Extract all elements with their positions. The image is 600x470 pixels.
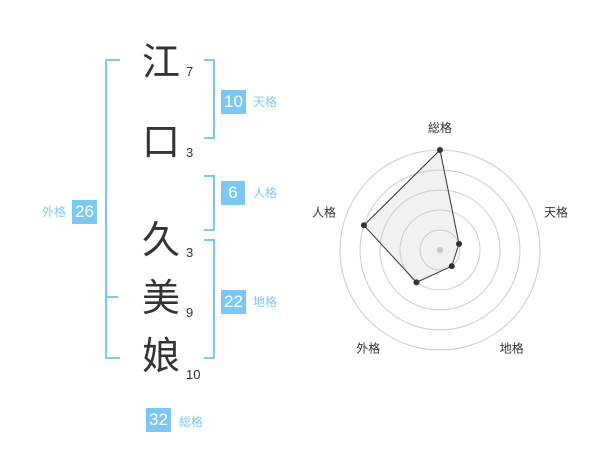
radar-point-4 bbox=[413, 279, 420, 286]
name-char-5: 娘 bbox=[141, 334, 180, 378]
radar-point-2 bbox=[456, 240, 463, 247]
radar-axis-label-1: 総格 bbox=[428, 120, 452, 135]
radar-axis-label-5: 人格 bbox=[312, 204, 336, 219]
stroke-count-5: 10 bbox=[186, 367, 201, 382]
stroke-count-4: 9 bbox=[186, 305, 194, 320]
jinkaku-value: 6 bbox=[221, 181, 245, 205]
soukaku-value: 32 bbox=[146, 408, 171, 432]
chikaku-label: 地格 bbox=[253, 295, 278, 309]
radar-axis-label-2: 天格 bbox=[544, 204, 568, 219]
radar-center-dot bbox=[437, 247, 443, 253]
stroke-count-3: 3 bbox=[186, 245, 194, 260]
radar-axis-label-3: 地格 bbox=[500, 341, 524, 356]
gaikaku-value: 26 bbox=[72, 200, 97, 224]
tenkaku-label: 天格 bbox=[253, 95, 278, 109]
name-char-4: 美 bbox=[141, 276, 180, 320]
soukaku-label: 総格 bbox=[179, 415, 204, 429]
gaikaku-label: 外格 bbox=[42, 205, 67, 219]
name-char-2: 口 bbox=[141, 120, 180, 164]
radar-ring-1 bbox=[419, 229, 461, 271]
name-char-1: 江 bbox=[141, 40, 180, 84]
radar-polygon bbox=[363, 148, 460, 283]
name-char-3: 久 bbox=[141, 218, 180, 262]
jinkaku-label: 人格 bbox=[253, 186, 278, 200]
radar-ring-2 bbox=[399, 209, 481, 291]
stroke-count-2: 3 bbox=[186, 145, 194, 160]
radar-ring-4 bbox=[359, 169, 521, 331]
radar-point-5 bbox=[360, 222, 367, 229]
radar-ring-3 bbox=[379, 189, 501, 311]
tenkaku-value: 10 bbox=[221, 90, 246, 114]
stroke-count-1: 7 bbox=[186, 64, 194, 79]
chikaku-value: 22 bbox=[221, 290, 246, 314]
radar-point-3 bbox=[448, 263, 455, 270]
radar-point-1 bbox=[437, 147, 443, 153]
radar-axis-label-4: 外格 bbox=[356, 341, 380, 356]
